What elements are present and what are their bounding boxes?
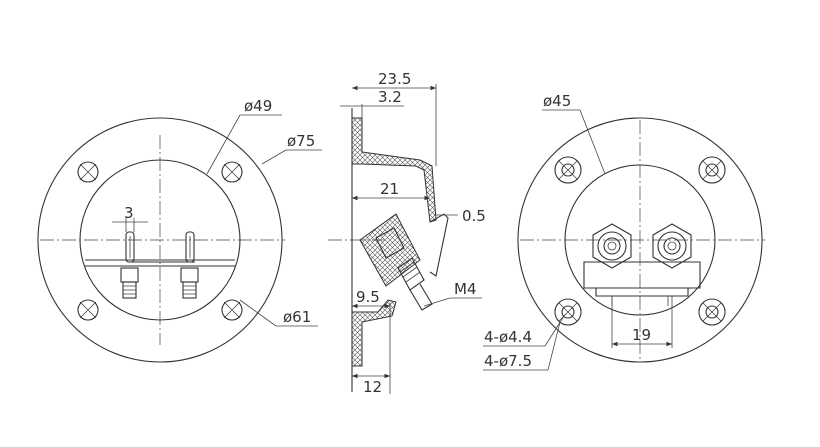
leader-hole-diameter: 4-ø4.4 [483,315,565,347]
section-profile-top [351,117,437,223]
leader-inner-diameter: ø49 [206,97,282,175]
dim-label-cup-depth: 21 [380,180,399,198]
leader-outer-diameter: ø75 [261,132,322,165]
rear-hole-top-left [554,156,582,184]
dim-cup-depth: 21 [352,180,430,201]
mounting-hole-top-right [221,161,243,183]
dim-terminal-width: 3 [112,204,148,232]
dim-bottom-depth: 12 [352,302,391,396]
rear-hole-bottom-left [554,298,582,326]
mounting-hole-bottom-left [77,299,99,321]
terminal-block-section [359,213,421,287]
terminal-left [120,231,139,299]
dim-label-outer-diameter: ø75 [287,132,315,150]
rear-hole-top-right [698,156,726,184]
dim-label-sheet-thickness: 0.5 [462,207,486,225]
dim-label-recess-diameter: ø45 [543,92,571,110]
rear-hole-bottom-right [698,298,726,326]
dim-label-bottom-depth: 12 [363,378,382,396]
dim-label-thread: M4 [454,280,477,298]
dim-label-hole-diameter: 4-ø4.4 [484,328,532,346]
dim-label-flange-thickness: 3.2 [378,88,402,106]
dim-overall-depth: 23.5 [352,70,437,166]
dim-label-inner-diameter: ø49 [244,97,272,115]
section-profile-bottom [351,299,397,367]
dim-screw-offset: 9.5 [352,288,390,309]
dim-terminal-spacing: 19 [611,296,673,348]
rear-nut-left [592,223,632,269]
mounting-hole-top-left [77,161,99,183]
terminal-right [180,231,199,299]
dim-label-counterbore-diameter: 4-ø7.5 [484,352,532,370]
leader-recess-diameter: ø45 [542,92,606,175]
front-view: 3 ø49 ø75 ø61 [37,97,322,363]
rear-terminal-housing [583,261,701,306]
leader-thread: M4 [423,280,482,307]
rear-view: 19 ø45 4-ø4.4 4-ø7.5 [483,92,765,371]
dim-flange-thickness: 3.2 [340,88,404,118]
connector-detail [375,213,449,311]
leader-bolt-circle: ø61 [239,299,318,327]
side-section-view: 0.5 M4 23.5 3.2 21 9.5 [328,70,486,396]
rear-nut-right [652,223,692,269]
dim-label-terminal-width: 3 [124,204,134,222]
dim-label-overall-depth: 23.5 [378,70,411,88]
dim-label-bolt-circle: ø61 [283,308,311,326]
terminal-plate [85,259,235,267]
leader-counterbore-diameter: 4-ø7.5 [483,321,561,371]
mounting-hole-bottom-right [221,299,243,321]
dim-label-screw-offset: 9.5 [356,288,380,306]
leader-sheet-thickness: 0.5 [434,207,486,225]
dim-label-terminal-spacing: 19 [632,326,651,344]
